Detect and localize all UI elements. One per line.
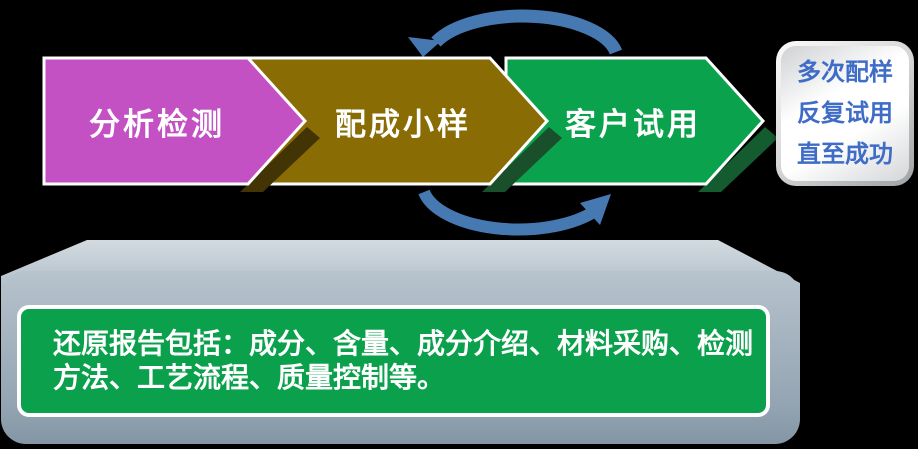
cycle-arrow-bottom-icon [418, 189, 595, 236]
cycle-arrow-bottom-head-icon [580, 194, 611, 225]
report-line-2: 方法、工艺流程、质量控制等。 [53, 362, 446, 393]
chevron-shadow-3 [698, 127, 778, 192]
chevron-shadow-1 [240, 127, 320, 192]
side-note-line-1: 多次配样 [797, 59, 893, 86]
cycle-arrow-top-head-icon [408, 37, 441, 57]
side-note-card: 多次配样 反复试用 直至成功 [776, 41, 914, 186]
side-note-card-inner: 多次配样 反复试用 直至成功 [781, 46, 909, 181]
side-note-line-2: 反复试用 [797, 100, 893, 127]
report-line-1: 还原报告包括：成分、含量、成分介绍、材料采购、检测 [53, 328, 754, 359]
step-label-trial: 客户试用 [565, 106, 701, 142]
cycle-arrow-top-icon [431, 9, 623, 55]
step-label-analysis: 分析检测 [89, 106, 225, 142]
step-label-sample: 配成小样 [335, 106, 471, 142]
side-note-line-3: 直至成功 [797, 141, 893, 168]
report-box: 还原报告包括：成分、含量、成分介绍、材料采购、检测 方法、工艺流程、质量控制等。 [17, 305, 770, 417]
chevron-step-1-shape [42, 56, 308, 186]
chevron-shadow-2 [482, 127, 562, 192]
